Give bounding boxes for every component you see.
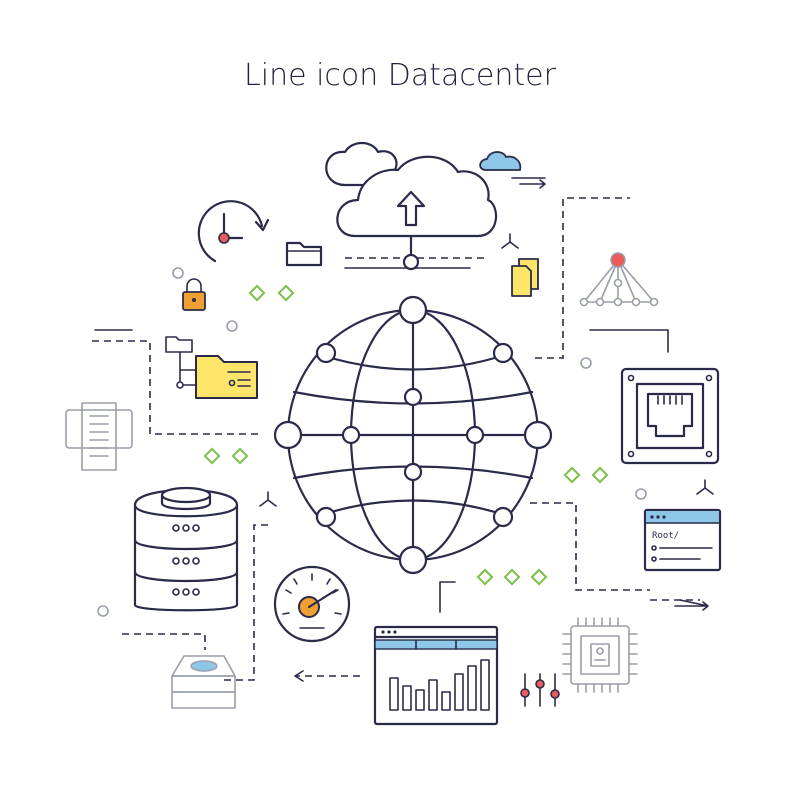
document-stack-icon <box>65 402 133 471</box>
cpu-chip-icon <box>562 617 638 693</box>
database-server-icon <box>133 486 239 612</box>
folder-tree-icon <box>165 336 258 399</box>
ethernet-port-icon <box>620 367 720 465</box>
speedometer-icon <box>273 565 351 643</box>
green-diamonds <box>203 284 609 586</box>
lock-icon <box>182 278 206 311</box>
hard-drive-icon <box>171 655 236 709</box>
equalizer-sliders-icon <box>520 673 560 707</box>
folder-icon <box>285 241 323 267</box>
analytics-window-icon <box>373 625 499 726</box>
clock-icon <box>197 200 270 263</box>
network-node-icon <box>579 252 659 307</box>
terminal-window-icon: Root/ <box>643 508 722 572</box>
globe-network-icon <box>273 295 553 575</box>
documents-icon <box>511 258 539 297</box>
terminal-prompt: Root/ <box>652 531 679 541</box>
page-title: Line icon Datacenter <box>244 58 556 93</box>
decorative-dots <box>97 267 647 617</box>
cloud-upload-icon <box>325 141 498 271</box>
small-cloud-icon <box>479 151 522 171</box>
